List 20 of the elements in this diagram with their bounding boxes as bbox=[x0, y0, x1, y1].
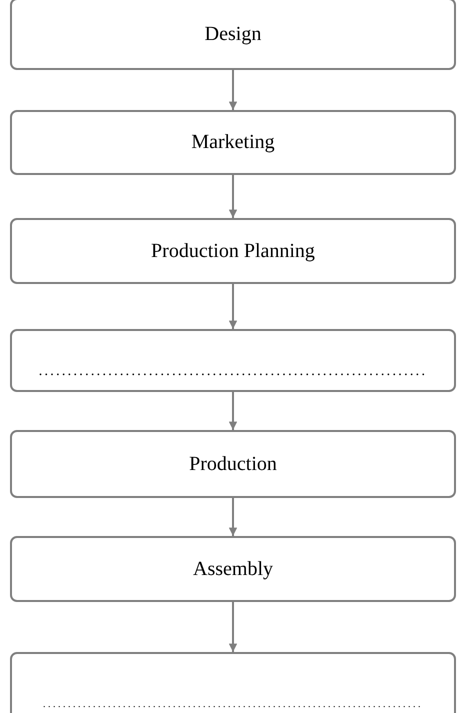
arrow bbox=[228, 175, 238, 218]
process-box bbox=[10, 110, 456, 175]
process-box bbox=[10, 536, 456, 602]
arrow bbox=[228, 284, 238, 329]
process-box bbox=[10, 329, 456, 392]
process-box bbox=[10, 218, 456, 284]
arrow bbox=[228, 602, 238, 652]
process-box bbox=[10, 0, 456, 70]
box-label: Marketing bbox=[191, 131, 275, 154]
box-label: Assembly bbox=[193, 558, 273, 580]
process-box bbox=[10, 652, 456, 713]
fill-in-line: ................................................................... bbox=[38, 364, 428, 380]
box-label: Production Planning bbox=[151, 240, 315, 262]
fill-in-line: ............................................................................ bbox=[43, 699, 423, 710]
box-label: Design bbox=[204, 22, 262, 46]
arrow bbox=[228, 70, 238, 110]
box-label: Production bbox=[189, 452, 277, 476]
process-box bbox=[10, 430, 456, 498]
arrow bbox=[228, 498, 238, 536]
arrow bbox=[228, 392, 238, 430]
